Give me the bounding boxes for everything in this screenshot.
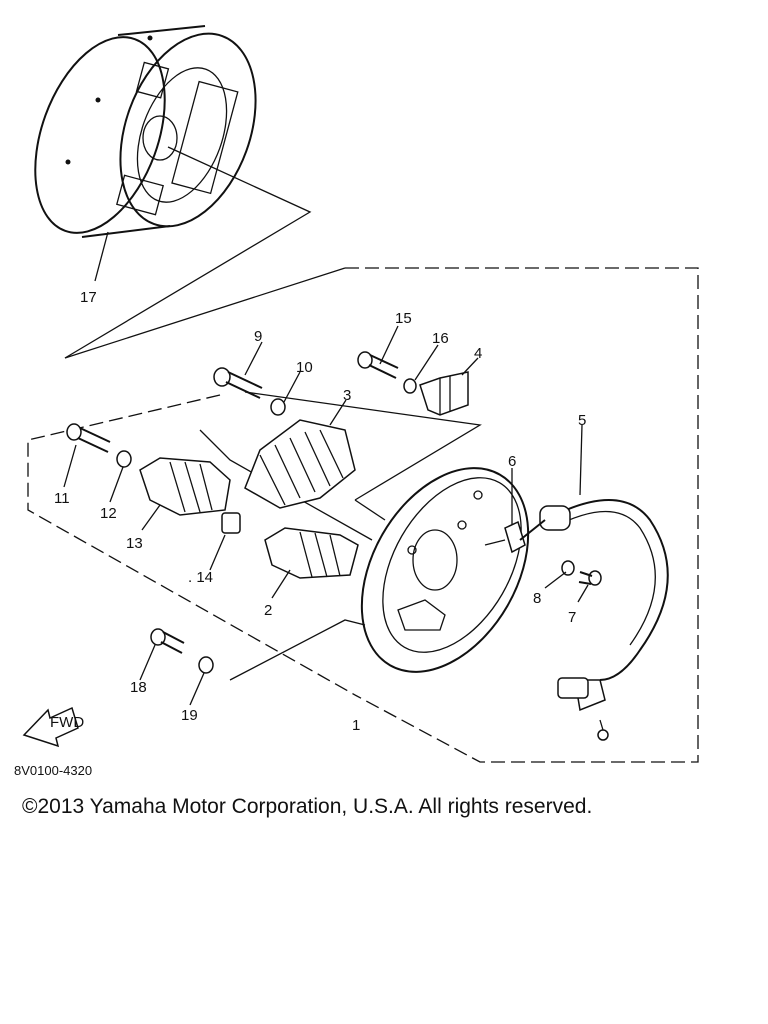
exploded-parts-diagram: FWD 17 15 16 4 9 10 3 5 6 8 7 11 12 13 .… [22, 25, 699, 763]
label-9: 9 [254, 328, 262, 345]
washer-19 [198, 656, 214, 674]
label-14: . 14 [188, 569, 213, 586]
pulser-coil-4 [419, 371, 469, 416]
fwd-direction-arrow: FWD [22, 706, 84, 748]
label-11: 11 [54, 490, 70, 507]
washer-8 [561, 560, 575, 576]
label-8: 8 [533, 590, 541, 607]
bolt-15 [357, 351, 399, 379]
flywheel-leader-line [64, 146, 312, 359]
stator-base-plate [360, 467, 530, 673]
spacer-14 [221, 512, 241, 534]
bolt-9 [213, 367, 263, 399]
label-12: 12 [100, 505, 117, 522]
coil-13 [139, 457, 231, 516]
charging-coil-3 [244, 419, 356, 509]
screw-18 [150, 628, 185, 654]
label-leaders [63, 231, 589, 706]
wire-harness-5 [519, 499, 669, 741]
washer-12 [116, 450, 132, 468]
label-13: 13 [126, 535, 143, 552]
copyright-notice: ©2013 Yamaha Motor Corporation, U.S.A. A… [22, 795, 593, 818]
label-17: 17 [80, 289, 97, 306]
label-18: 18 [130, 679, 147, 696]
label-2: 2 [264, 602, 272, 619]
coil-2 [264, 527, 359, 579]
label-1: 1 [352, 717, 360, 734]
washer-16 [403, 378, 417, 394]
label-16: 16 [432, 330, 449, 347]
screw-7 [578, 570, 602, 586]
label-15: 15 [395, 310, 412, 327]
diagram-code: 8V0100-4320 [14, 763, 93, 778]
label-19: 19 [181, 707, 198, 724]
bracket-6 [484, 520, 526, 554]
washer-10 [270, 398, 286, 416]
bolt-11 [66, 423, 111, 453]
label-10: 10 [296, 359, 313, 376]
assembly-boundary [345, 267, 699, 763]
label-6: 6 [508, 453, 516, 470]
label-5: 5 [578, 412, 586, 429]
label-3: 3 [343, 387, 351, 404]
label-7: 7 [568, 609, 576, 626]
label-4: 4 [474, 345, 482, 362]
flywheel-rotor [34, 25, 257, 238]
fwd-label: FWD [50, 714, 84, 731]
